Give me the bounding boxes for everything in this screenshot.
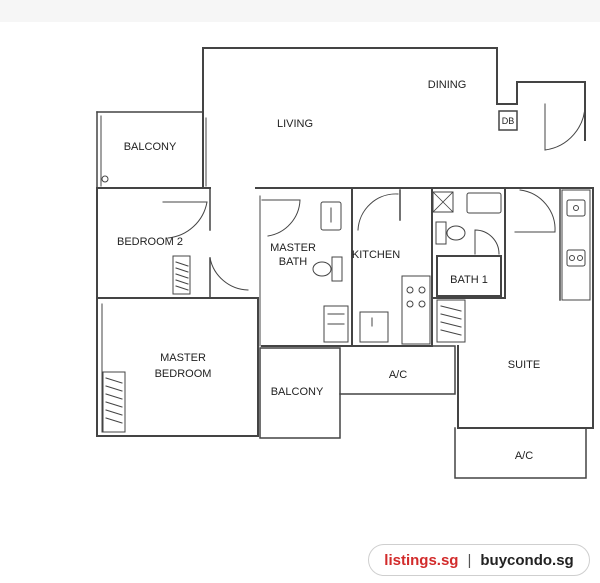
entrance-door xyxy=(544,103,586,151)
wall-ac-right xyxy=(454,427,587,479)
kitchen-sink xyxy=(359,311,389,343)
label-db: DB xyxy=(502,116,515,126)
watermark-badge: listings.sg | buycondo.sg xyxy=(368,544,590,576)
suite-basin-2 xyxy=(566,249,586,267)
bedroom2-door-b xyxy=(209,257,249,291)
label-balcony-bottom: BALCONY xyxy=(271,386,324,398)
label-master-bedroom-line2: BEDROOM xyxy=(155,368,212,380)
master-bath-door xyxy=(261,199,301,237)
label-bath1: BATH 1 xyxy=(450,274,488,286)
label-balcony-top: BALCONY xyxy=(124,141,177,153)
toilet-master xyxy=(312,261,332,277)
bath1-door xyxy=(474,229,500,255)
watermark-listings: listings.sg xyxy=(384,551,459,569)
shower-master xyxy=(323,305,349,343)
label-master-bedroom-line1: MASTER xyxy=(160,352,206,364)
suite-basin-1 xyxy=(566,199,586,217)
wardrobe-suite xyxy=(436,299,466,343)
label-master-bath-line2: BATH xyxy=(279,256,308,268)
wardrobe-master xyxy=(102,371,126,433)
bath1-room-box xyxy=(436,255,502,297)
toilet-bath1 xyxy=(446,225,466,241)
kitchen-counter xyxy=(401,275,431,345)
toilet-master-tank xyxy=(331,256,343,282)
wall-balcony-bottom xyxy=(259,347,341,439)
suite-counter xyxy=(561,189,591,301)
fridge xyxy=(432,191,454,213)
wall-living-top xyxy=(202,47,518,105)
wall-master-bedroom xyxy=(96,297,259,437)
wall-master-bath xyxy=(255,187,353,347)
db-box xyxy=(498,110,518,131)
label-ac-middle: A/C xyxy=(389,369,407,381)
label-master-bath-line1: MASTER xyxy=(270,242,316,254)
toilet-bath1-tank xyxy=(435,221,447,245)
watermark-buycondo: buycondo.sg xyxy=(480,551,574,569)
bathtub-bath1 xyxy=(466,192,502,214)
watermark-separator: | xyxy=(467,551,472,569)
bedroom2-door xyxy=(162,201,208,239)
basin-master xyxy=(320,201,342,231)
suite-door xyxy=(514,189,556,233)
wardrobe-bedroom2 xyxy=(172,255,191,295)
label-bedroom2: BEDROOM 2 xyxy=(117,236,183,248)
wall-entrance xyxy=(516,81,586,141)
wall-bath1 xyxy=(431,187,506,299)
label-dining: DINING xyxy=(428,79,467,91)
top-gradient-strip xyxy=(0,0,600,22)
wall-suite xyxy=(457,187,594,429)
kitchen-door xyxy=(357,193,399,231)
label-suite: SUITE xyxy=(508,359,540,371)
label-ac-right: A/C xyxy=(515,450,533,462)
label-living: LIVING xyxy=(277,118,313,130)
wall-ac-middle xyxy=(339,345,456,395)
label-kitchen: KITCHEN xyxy=(352,249,400,261)
